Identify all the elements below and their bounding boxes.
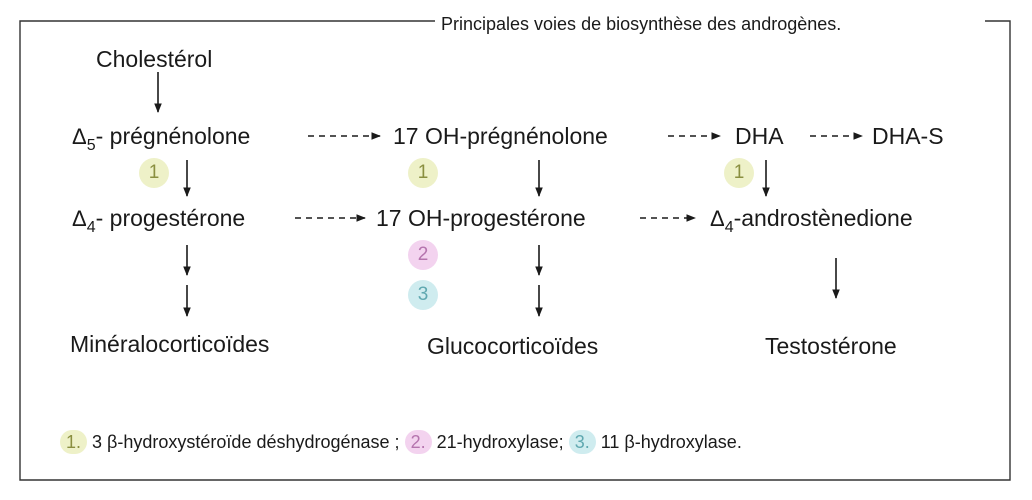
- node-glucocorticoides: Glucocorticoïdes: [427, 333, 599, 359]
- enzyme-legend: 1. 3 β-hydroxystéroïde déshydrogénase ; …: [60, 430, 742, 454]
- node-testosterone: Testostérone: [765, 333, 897, 359]
- legend-number-1: 1.: [60, 430, 88, 454]
- enzyme-badge-3: 3: [408, 280, 438, 310]
- subscript: 4: [724, 219, 734, 236]
- node-label: -androstènedione: [733, 205, 913, 231]
- node-androstenedione: Δ4-androstènedione: [710, 205, 913, 241]
- enzyme-badge-1: 1: [408, 158, 438, 188]
- legend-number-2: 2.: [404, 430, 432, 454]
- diagram-title: Principales voies de biosynthèse des and…: [441, 14, 842, 34]
- frame-border: [19, 20, 1011, 481]
- delta-symbol: Δ: [710, 206, 725, 231]
- node-17oh-pregnenolone: 17 OH-prégnénolone: [393, 123, 608, 149]
- delta-symbol: Δ: [72, 124, 87, 149]
- subscript: 5: [86, 137, 96, 154]
- enzyme-badge-2: 2: [408, 240, 438, 270]
- node-label: - prégnénolone: [95, 123, 251, 149]
- delta-symbol: Δ: [72, 206, 87, 231]
- legend-text-2: 21-hydroxylase;: [436, 432, 564, 452]
- legend-text-3: 11 β-hydroxylase.: [600, 432, 742, 452]
- node-pregnenolone: Δ5- prégnénolone: [72, 123, 250, 159]
- legend-text-1: 3 β-hydroxystéroïde déshydrogénase ;: [92, 432, 400, 452]
- node-label: - progestérone: [95, 205, 246, 231]
- node-17oh-progesterone: 17 OH-progestérone: [376, 205, 586, 231]
- enzyme-badge-1: 1: [724, 158, 754, 188]
- node-cholesterol: Cholestérol: [96, 46, 213, 72]
- legend-number-3: 3.: [568, 430, 596, 454]
- node-dha: DHA: [735, 123, 784, 149]
- node-dha-s: DHA-S: [872, 123, 944, 149]
- enzyme-badge-1: 1: [139, 158, 169, 188]
- node-mineralocorticoides: Minéralocorticoïdes: [70, 331, 270, 357]
- node-progesterone: Δ4- progestérone: [72, 205, 245, 241]
- subscript: 4: [86, 219, 96, 236]
